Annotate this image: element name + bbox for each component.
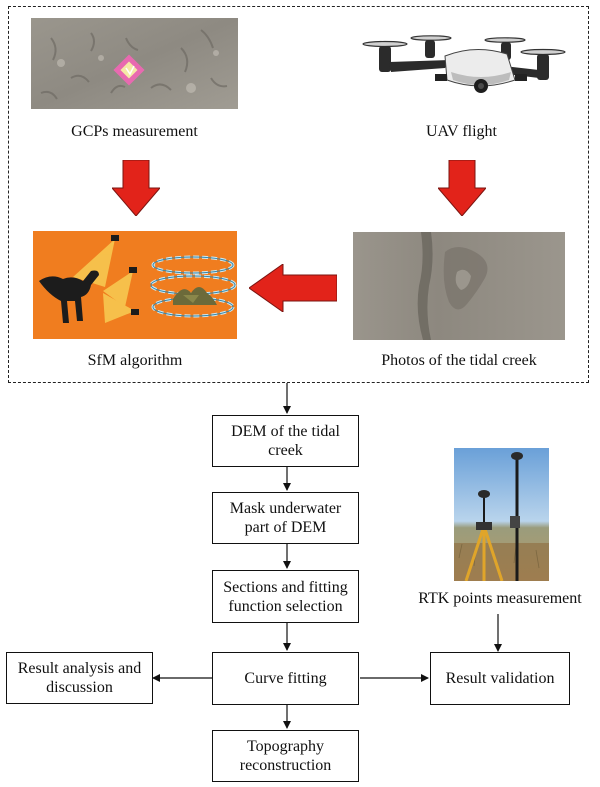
validation-box: Result validation [430, 652, 570, 705]
dem-box: DEM of the tidal creek [212, 415, 359, 467]
sfm-caption: SfM algorithm [87, 352, 183, 369]
rtk-caption: RTK points measurement [418, 590, 582, 607]
big-arrow-down-right [438, 160, 486, 216]
curve-fitting-box: Curve fitting [212, 652, 359, 705]
uav-caption: UAV flight [426, 123, 497, 140]
gcp-caption: GCPs measurement [71, 123, 198, 140]
big-arrow-left [249, 264, 337, 312]
gcp-photo [31, 18, 238, 109]
photos-caption: Photos of the tidal creek [381, 352, 537, 369]
tidal-creek-photo [353, 232, 565, 340]
mask-box: Mask underwater part of DEM [212, 492, 359, 544]
topography-box: Topography reconstruction [212, 730, 359, 782]
acquisition-frame [8, 6, 589, 383]
sections-box: Sections and fitting function selection [212, 570, 359, 623]
uav-photo [355, 30, 568, 102]
big-arrow-down-left [112, 160, 160, 216]
analysis-box: Result analysis and discussion [6, 652, 153, 704]
sfm-illustration [33, 231, 237, 339]
rtk-photo [454, 448, 549, 581]
